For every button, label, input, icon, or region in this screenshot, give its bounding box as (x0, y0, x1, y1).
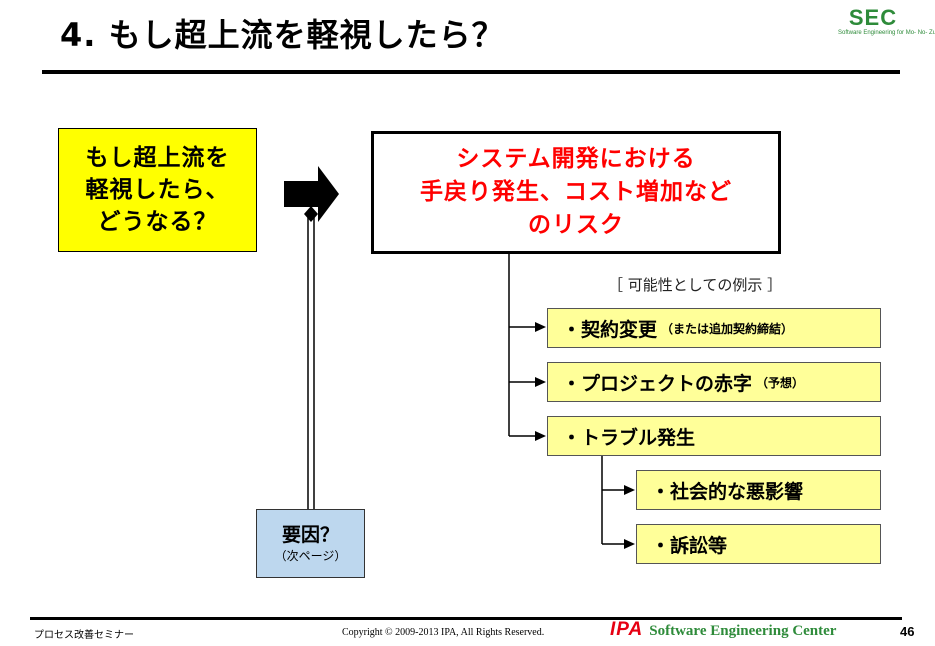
arrowhead-icon (624, 485, 635, 495)
diamond-marker-icon (304, 206, 318, 222)
question-line: もし超上流を (85, 145, 230, 171)
sec-logo-subtitle: Software Engineering for Mo- No- Zu- Ku-… (838, 30, 935, 36)
ipa-logo: IPA (610, 619, 644, 640)
question-line: どうなる？ (97, 209, 218, 235)
page-title: 4. もし超上流を軽視したら？ (60, 16, 505, 54)
cause-title: 要因？ (281, 523, 339, 546)
sec-logo-main: SEC (848, 5, 898, 30)
risk-line: 手戻り発生、コスト増加など (420, 179, 732, 205)
sub-item-social-impact: ・社会的な悪影響 (636, 470, 881, 510)
cause-subtitle: （次ページ） (274, 548, 347, 563)
arrowhead-icon (624, 539, 635, 549)
question-line: 軽視したら、 (85, 177, 230, 203)
risk-box: システム開発における 手戻り発生、コスト増加など のリスク (371, 131, 781, 254)
risk-item-label: ・トラブル発生 (562, 426, 696, 449)
title-divider (42, 70, 900, 74)
risk-item-label: ・契約変更 (562, 318, 658, 341)
sub-item-lawsuit: ・訴訟等 (636, 524, 881, 564)
risk-item-project-deficit: ・プロジェクトの赤字 （予想） (547, 362, 881, 402)
risk-item-trouble: ・トラブル発生 (547, 416, 881, 456)
risk-item-label: ・プロジェクトの赤字 (562, 372, 753, 395)
sub-item-label: ・社会的な悪影響 (651, 480, 804, 503)
page-number: 46 (900, 624, 915, 639)
arrowhead-icon (535, 322, 546, 332)
arrowhead-icon (535, 431, 546, 441)
risk-item-note: （または追加契約締結） (661, 321, 794, 336)
footer-brand-text: Software Engineering Center (649, 623, 837, 639)
risk-line: システム開発における (456, 146, 696, 172)
examples-label: ［ 可能性としての例示 ］ (608, 276, 783, 294)
sub-item-label: ・訴訟等 (651, 534, 728, 557)
sec-logo: SEC Software Engineering for Mo- No- Zu-… (838, 5, 935, 37)
footer-seminar-name: プロセス改善セミナー (34, 630, 134, 641)
cause-box: 要因？ （次ページ） (256, 509, 365, 578)
risk-item-contract-change: ・契約変更 （または追加契約締結） (547, 308, 881, 348)
risk-item-note: （予想） (756, 375, 805, 390)
question-box: もし超上流を 軽視したら、 どうなる？ (58, 128, 257, 252)
footer-brand: IPA Software Engineering Center (610, 619, 836, 641)
footer-copyright: Copyright © 2009-2013 IPA, All Rights Re… (342, 627, 545, 638)
block-arrow-icon (284, 166, 339, 222)
arrowhead-icon (535, 377, 546, 387)
footer-divider (30, 617, 902, 620)
risk-line: のリスク (528, 212, 624, 238)
